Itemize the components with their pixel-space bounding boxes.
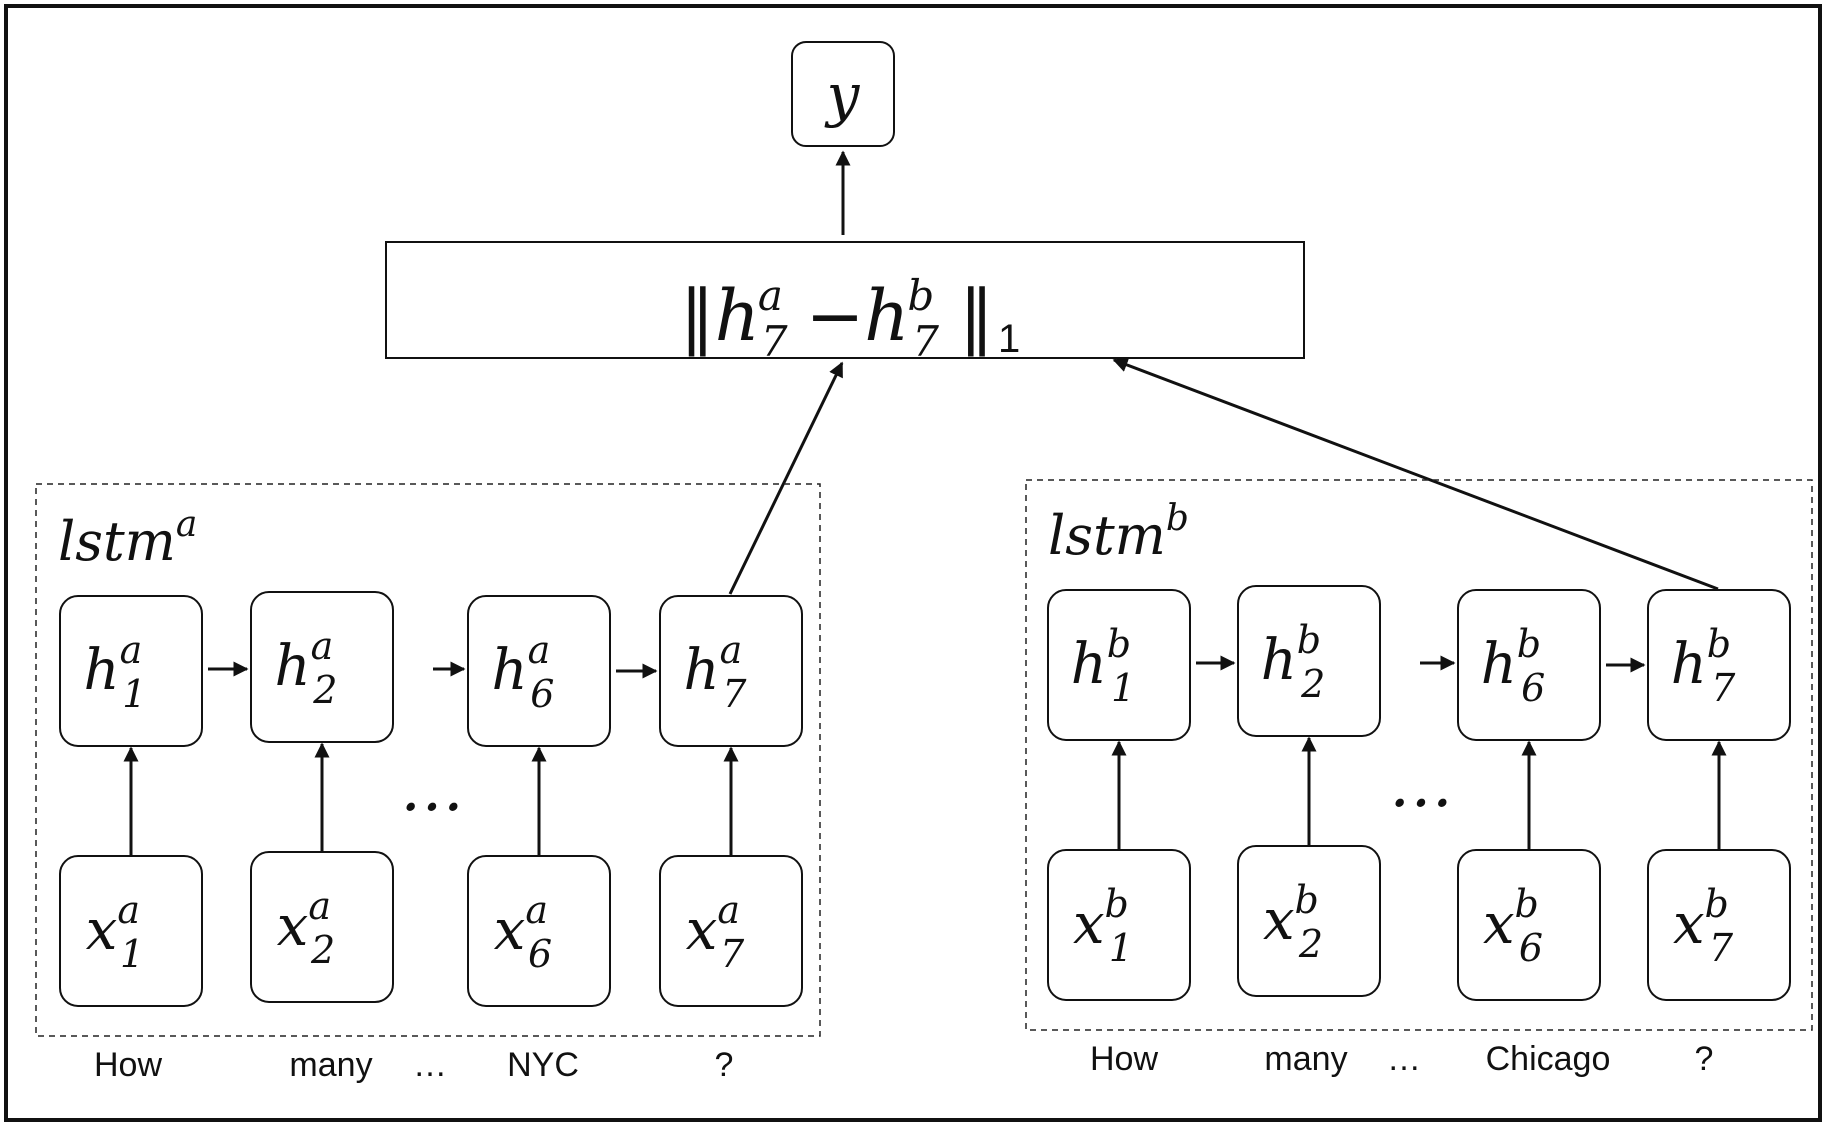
lstm-a-word-2: many: [289, 1046, 372, 1084]
lstm-a-word-5: ?: [715, 1046, 734, 1084]
arrow-h7a-to-distance: [728, 361, 844, 595]
arrow-h7b-to-distance: [1112, 357, 1719, 591]
minus-sign: −: [806, 275, 865, 357]
norm-bar-open: ‖: [680, 275, 715, 357]
lstm-a-word-1: How: [94, 1046, 162, 1084]
lstm-a-frame: [35, 483, 821, 1037]
norm-subscript: 1: [998, 317, 1020, 361]
norm-bar-close: ‖: [959, 275, 994, 357]
output-node: y: [791, 41, 895, 147]
output-label: y: [824, 61, 861, 129]
lstm-a-ellipsis: …: [400, 752, 464, 826]
h-b-sup: b: [907, 271, 934, 320]
lstm-a-label: lstma: [58, 504, 197, 573]
lstm-b-word-2: many: [1264, 1040, 1347, 1078]
h-a-sub: 7: [761, 317, 788, 366]
h-a-base: h: [715, 275, 760, 357]
lstm-b-ellipsis: …: [1389, 748, 1453, 822]
h-b-base: h: [864, 275, 909, 357]
lstm-a-word-3: …: [413, 1046, 447, 1084]
lstm-b-frame: [1025, 479, 1813, 1031]
lstm-b-word-4: Chicago: [1486, 1040, 1611, 1078]
h-b-sub: 7: [912, 317, 939, 366]
outer-frame: [4, 4, 1822, 1122]
lstm-b-word-3: …: [1387, 1040, 1421, 1078]
lstm-a-word-4: NYC: [507, 1046, 579, 1084]
lstm-b-word-1: How: [1090, 1040, 1158, 1078]
h-a-sup: a: [758, 271, 783, 320]
lstm-b-label: lstmb: [1048, 498, 1189, 567]
lstm-b-word-5: ?: [1695, 1040, 1714, 1078]
